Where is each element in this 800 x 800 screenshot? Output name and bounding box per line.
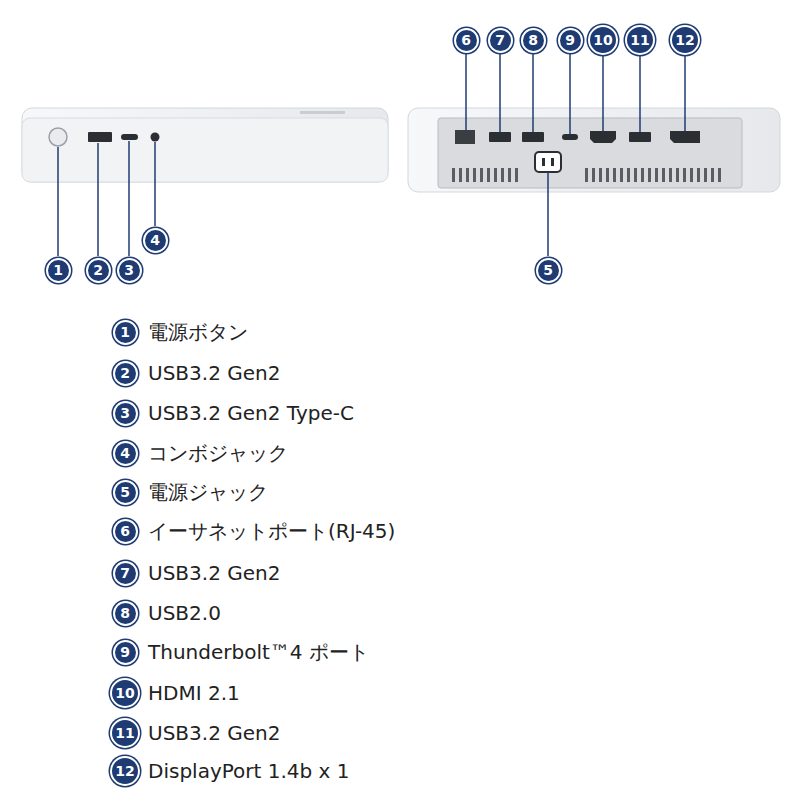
port-description: 電源ボタン (148, 320, 248, 344)
callout-text: 12 (675, 33, 694, 47)
rear-view (408, 52, 780, 256)
callout-number: 5 (536, 258, 561, 283)
callout-text: 2 (93, 263, 103, 277)
callout-text: 11 (115, 726, 134, 740)
callout-number: 3 (113, 401, 138, 426)
callout-number: 5 (113, 480, 138, 505)
callout-number: 6 (454, 28, 479, 53)
port-description: USB3.2 Gen2 Type-C (148, 401, 354, 425)
callout-number: 12 (670, 25, 700, 55)
port-description: USB2.0 (148, 601, 221, 625)
port-description: HDMI 2.1 (148, 681, 240, 705)
port-description: コンボジャック (148, 441, 288, 465)
callout-number: 10 (110, 678, 140, 708)
callout-number: 3 (117, 258, 142, 283)
front-view (22, 108, 388, 256)
callout-number: 9 (113, 640, 138, 665)
callout-text: 9 (120, 645, 130, 659)
callout-text: 10 (115, 686, 134, 700)
port-description: DisplayPort 1.4b x 1 (148, 759, 350, 783)
callout-number: 6 (113, 519, 138, 544)
callout-number: 7 (113, 561, 138, 586)
callout-text: 1 (53, 263, 63, 277)
callout-number: 11 (110, 718, 140, 748)
callout-number: 11 (625, 25, 655, 55)
callout-number: 8 (521, 28, 546, 53)
callout-number: 1 (113, 320, 138, 345)
callout-number: 10 (588, 25, 618, 55)
callout-text: 6 (461, 33, 471, 47)
callout-number: 4 (113, 441, 138, 466)
callout-text: 5 (543, 263, 553, 277)
callout-text: 8 (528, 33, 538, 47)
callout-text: 2 (120, 366, 130, 380)
callout-number: 7 (488, 28, 513, 53)
callout-text: 7 (495, 33, 505, 47)
port-description: イーサネットポート(RJ-45) (148, 519, 395, 543)
callout-text: 4 (150, 233, 160, 247)
port-description: USB3.2 Gen2 (148, 561, 280, 585)
port-description: Thunderbolt™4 ポート (148, 640, 369, 664)
callout-text: 10 (593, 33, 612, 47)
callout-number: 2 (113, 361, 138, 386)
callout-text: 5 (120, 485, 130, 499)
callout-number: 1 (46, 258, 71, 283)
port-description: 電源ジャック (148, 480, 268, 504)
callout-text: 9 (565, 33, 575, 47)
callout-text: 12 (115, 764, 134, 778)
callout-text: 6 (120, 524, 130, 538)
callout-text: 3 (124, 263, 134, 277)
port-description: USB3.2 Gen2 (148, 361, 280, 385)
callout-text: 4 (120, 446, 130, 460)
callout-text: 11 (630, 33, 649, 47)
callout-text: 8 (120, 606, 130, 620)
callout-number: 8 (113, 601, 138, 626)
callout-number: 2 (86, 258, 111, 283)
callout-number: 9 (558, 28, 583, 53)
callout-number: 4 (143, 228, 168, 253)
callout-number: 12 (110, 756, 140, 786)
callout-text: 3 (120, 406, 130, 420)
port-description: USB3.2 Gen2 (148, 721, 280, 745)
callout-text: 1 (120, 325, 130, 339)
callout-text: 7 (120, 566, 130, 580)
